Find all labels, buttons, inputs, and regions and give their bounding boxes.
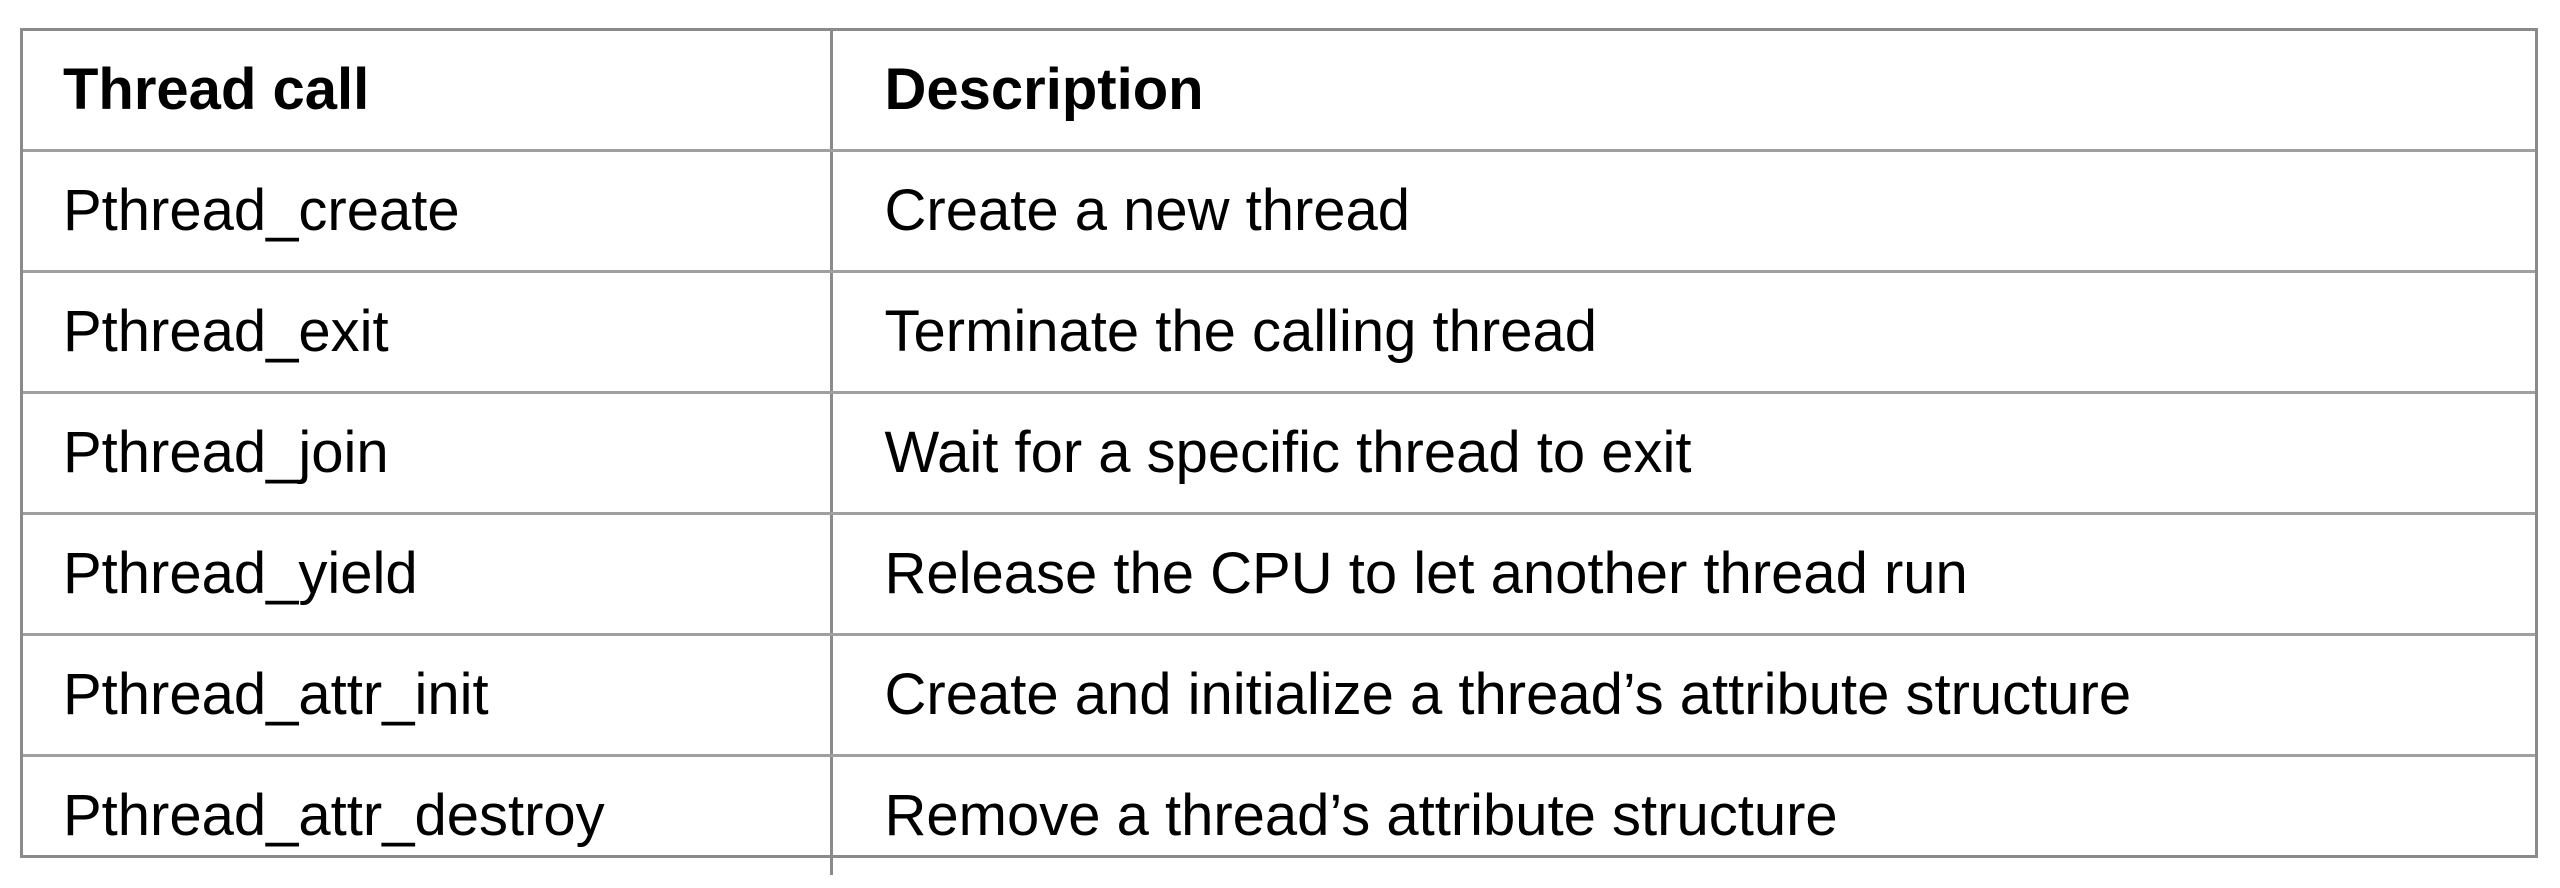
thread-call-cell: Pthread_join [23, 392, 833, 515]
table-row: Pthread_join Wait for a specific thread … [23, 392, 2535, 515]
table-row: Pthread_create Create a new thread [23, 150, 2535, 273]
table-row: Pthread_attr_destroy Remove a thread’s a… [23, 755, 2535, 875]
header-row: Thread call Description [23, 31, 2535, 152]
table: Thread call Description Pthread_create C… [23, 31, 2535, 875]
thread-call-cell: Pthread_attr_destroy [23, 755, 833, 875]
thread-calls-table: Thread call Description Pthread_create C… [20, 28, 2538, 875]
description-cell: Create and initialize a thread’s attribu… [831, 634, 2535, 757]
table-row: Pthread_yield Release the CPU to let ano… [23, 513, 2535, 636]
description-cell: Release the CPU to let another thread ru… [831, 513, 2535, 636]
thread-call-cell: Pthread_create [23, 150, 833, 273]
thread-call-cell: Pthread_yield [23, 513, 833, 636]
thread-call-cell: Pthread_exit [23, 271, 833, 394]
table-row: Pthread_attr_init Create and initialize … [23, 634, 2535, 757]
description-cell: Create a new thread [831, 150, 2535, 273]
thread-call-cell: Pthread_attr_init [23, 634, 833, 757]
header-description: Description [831, 31, 2535, 152]
description-cell: Wait for a specific thread to exit [831, 392, 2535, 515]
table-row: Pthread_exit Terminate the calling threa… [23, 271, 2535, 394]
header-thread-call: Thread call [23, 31, 833, 152]
description-cell: Terminate the calling thread [831, 271, 2535, 394]
description-cell: Remove a thread’s attribute structure [884, 783, 1838, 848]
